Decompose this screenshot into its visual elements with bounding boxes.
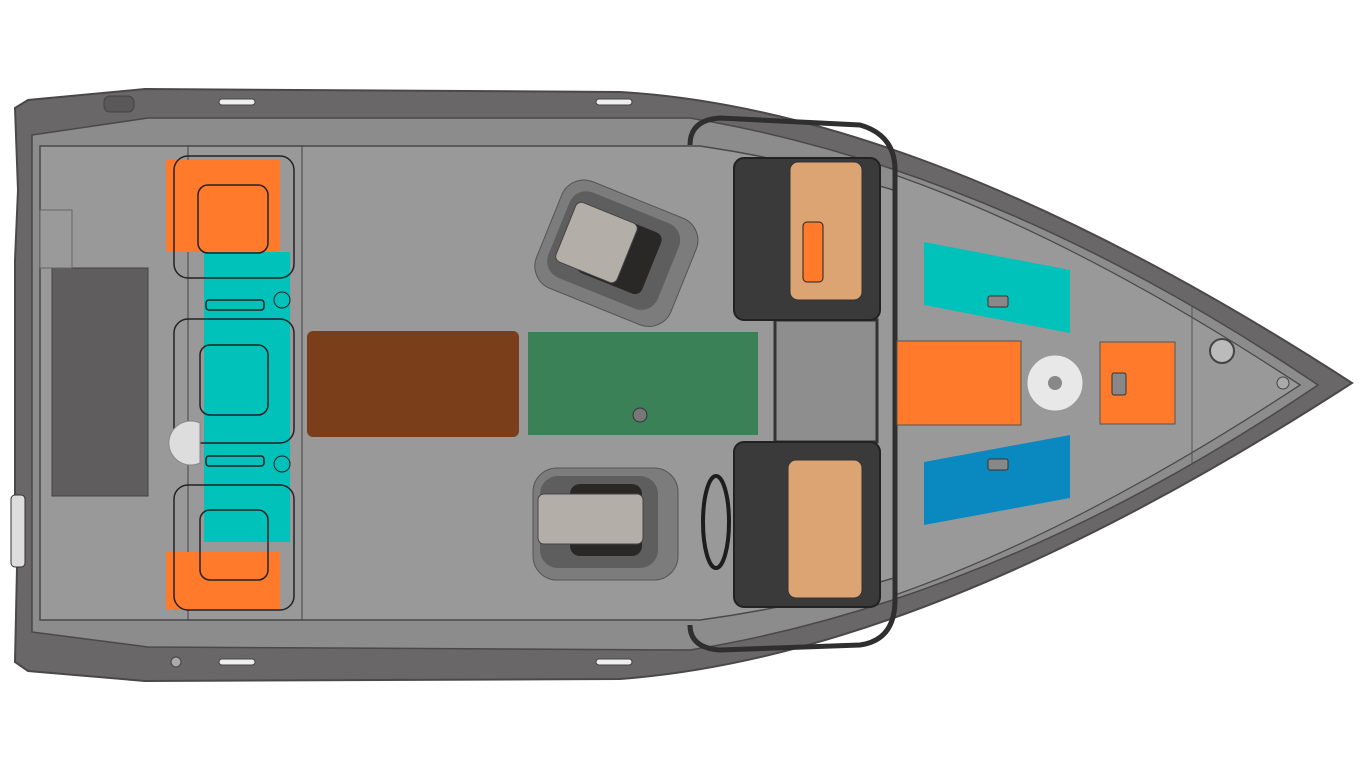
zone-floor-storage-brown[interactable] bbox=[307, 331, 519, 437]
hatch-latch-icon bbox=[987, 295, 1009, 308]
seat-pedestal-icon bbox=[168, 420, 201, 466]
hatch-latch-icon bbox=[1111, 372, 1127, 396]
cup-holder-icon bbox=[273, 455, 291, 473]
zone-bow-blue[interactable] bbox=[924, 435, 1070, 525]
zone-rear-bench-center[interactable] bbox=[204, 252, 290, 542]
stern-platform bbox=[51, 267, 149, 497]
rear-seat-outline bbox=[173, 155, 295, 611]
zone-console-right-tan[interactable] bbox=[787, 459, 863, 599]
cup-holder-icon bbox=[273, 291, 291, 309]
zone-console-left-tan[interactable] bbox=[789, 161, 863, 301]
trolling-motor-mount-hole bbox=[1048, 376, 1062, 390]
hatch-latch-icon bbox=[632, 407, 648, 423]
rear-bench-frame bbox=[187, 145, 303, 621]
walkthrough bbox=[773, 318, 879, 444]
zone-rear-seat-right[interactable] bbox=[166, 552, 280, 610]
bow-eye-icon bbox=[1276, 376, 1290, 390]
zone-bow-orange-right[interactable] bbox=[1099, 341, 1176, 425]
hatch-latch-icon bbox=[987, 458, 1009, 471]
swivel-seat-upper bbox=[534, 179, 699, 327]
zone-console-accent-orange[interactable] bbox=[802, 221, 824, 283]
windshield-frame bbox=[687, 115, 898, 653]
bow-light-icon bbox=[1209, 338, 1235, 364]
swivel-seat-lower bbox=[532, 467, 679, 581]
zone-bow-cyan[interactable] bbox=[924, 242, 1070, 333]
zone-rear-seat-left[interactable] bbox=[166, 160, 280, 252]
steering-wheel-icon bbox=[701, 474, 731, 570]
zone-bow-orange-left[interactable] bbox=[896, 340, 1022, 426]
cleat-icon bbox=[218, 98, 633, 666]
rod-holder-icon bbox=[103, 95, 135, 113]
transom-handle-icon bbox=[10, 494, 26, 568]
drain-plug-icon bbox=[170, 656, 182, 668]
stern-hatch bbox=[39, 209, 73, 269]
